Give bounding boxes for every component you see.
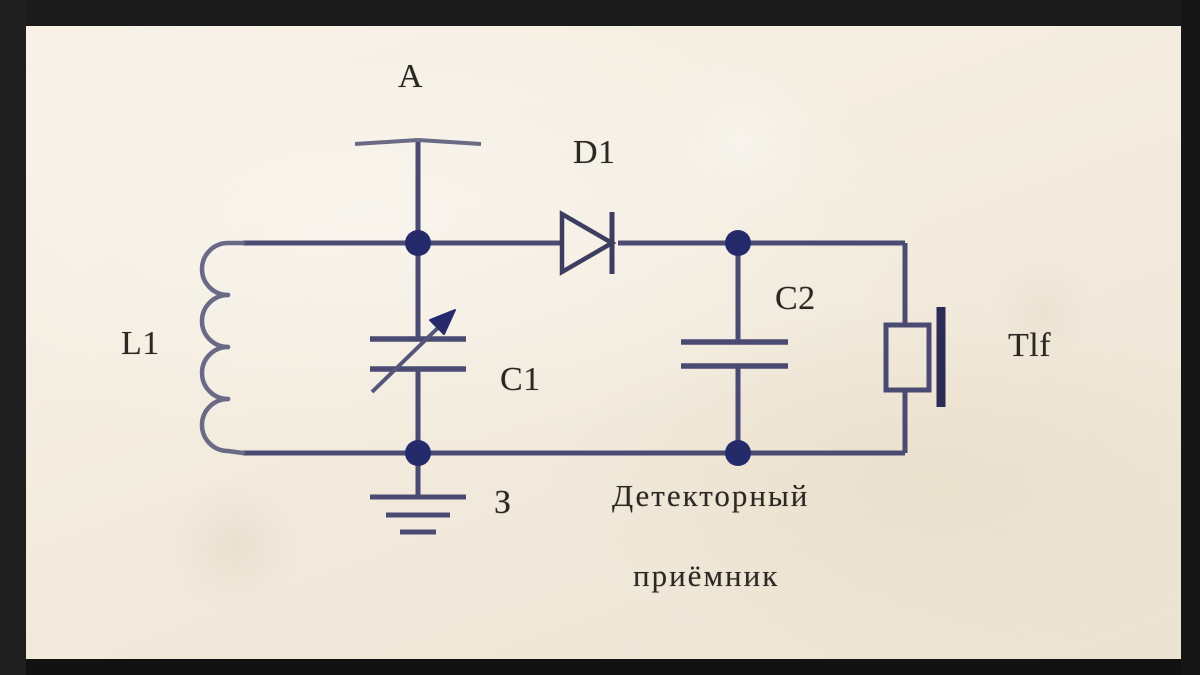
tlf-body — [883, 322, 932, 393]
paper-background — [26, 26, 1181, 659]
diode-anode-triangle — [559, 210, 617, 276]
junction-dot-return — [725, 440, 751, 466]
coil-turn-2 — [199, 292, 231, 350]
inductor-coil-symbol — [199, 240, 246, 456]
caption-line-2: приёмник — [633, 558, 780, 593]
variable-capacitor-symbol — [370, 309, 466, 394]
capacitor-symbol — [681, 339, 788, 369]
wire-group — [243, 140, 908, 497]
junction-dot-ground — [405, 440, 431, 466]
coil-turn-4 — [199, 396, 246, 456]
junction-dot-detector — [725, 230, 751, 256]
label-headphones: Tlf — [1008, 327, 1052, 364]
ground-symbol — [370, 494, 466, 535]
frame-border-right — [1181, 0, 1200, 675]
junction-dot-group — [405, 230, 751, 466]
frame-border-top — [0, 0, 1200, 26]
c1-adjust-arrow-head — [429, 309, 456, 335]
label-inductor: L1 — [121, 325, 160, 362]
antenna-symbol — [354, 138, 482, 146]
antenna-arm-right — [417, 138, 482, 146]
headphone-symbol — [883, 307, 946, 407]
coil-turn-3 — [199, 344, 231, 402]
label-ground: З — [494, 484, 512, 521]
c1-adjust-arrow-shaft — [370, 316, 450, 394]
label-capacitor: C2 — [775, 280, 816, 317]
coil-turn-1 — [199, 240, 246, 298]
diode-symbol — [559, 210, 617, 276]
label-antenna: A — [398, 58, 424, 95]
label-diode: D1 — [573, 134, 616, 171]
frame-border-bottom — [0, 659, 1200, 675]
antenna-arm-left — [354, 138, 419, 146]
label-tuning-capacitor: C1 — [500, 361, 541, 398]
junction-dot-antenna — [405, 230, 431, 256]
caption-line-1: Детекторный — [612, 478, 810, 513]
frame-border-left — [0, 0, 26, 675]
